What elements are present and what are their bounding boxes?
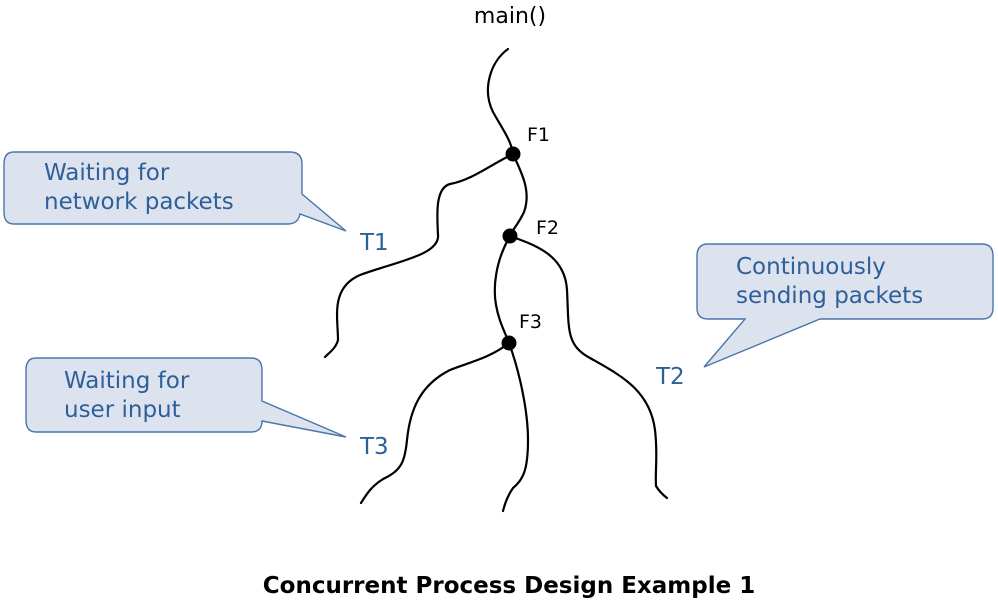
callout-t2: Continuously sending packets bbox=[696, 243, 994, 368]
callout-t2-line1: Continuously bbox=[736, 254, 886, 280]
thread-label-t3: T3 bbox=[359, 434, 389, 460]
fork-label-f1: F1 bbox=[527, 124, 550, 146]
callout-t3-bubble bbox=[25, 357, 347, 438]
fork-point-f1 bbox=[505, 146, 521, 162]
callout-t2-line2: sending packets bbox=[736, 283, 923, 309]
branch-t1 bbox=[323, 152, 515, 359]
callout-t1: Waiting for network packets bbox=[3, 151, 347, 232]
main-label: main() bbox=[474, 4, 546, 29]
callout-t3-line2: user input bbox=[64, 397, 181, 423]
main-trunk bbox=[486, 47, 515, 156]
thread-label-t1: T1 bbox=[359, 230, 389, 256]
diagram-caption: Concurrent Process Design Example 1 bbox=[263, 573, 755, 599]
callout-t1-bubble bbox=[3, 151, 347, 232]
segment-f2-f3 bbox=[493, 234, 512, 345]
callout-t2-bubble bbox=[696, 243, 994, 368]
thread-label-t2: T2 bbox=[655, 364, 685, 390]
fork-point-f3 bbox=[501, 335, 517, 351]
fork-label-f2: F2 bbox=[536, 217, 559, 239]
callout-t3: Waiting for user input bbox=[25, 357, 347, 438]
callout-t1-line2: network packets bbox=[44, 189, 234, 215]
branch-main-continue bbox=[501, 341, 530, 513]
fork-point-f2 bbox=[502, 228, 518, 244]
segment-f1-f2 bbox=[508, 152, 528, 238]
branch-t2 bbox=[508, 234, 669, 500]
callout-t1-line1: Waiting for bbox=[44, 160, 170, 186]
callout-t3-line1: Waiting for bbox=[64, 368, 190, 394]
fork-label-f3: F3 bbox=[519, 311, 542, 333]
branch-t3 bbox=[359, 341, 511, 505]
